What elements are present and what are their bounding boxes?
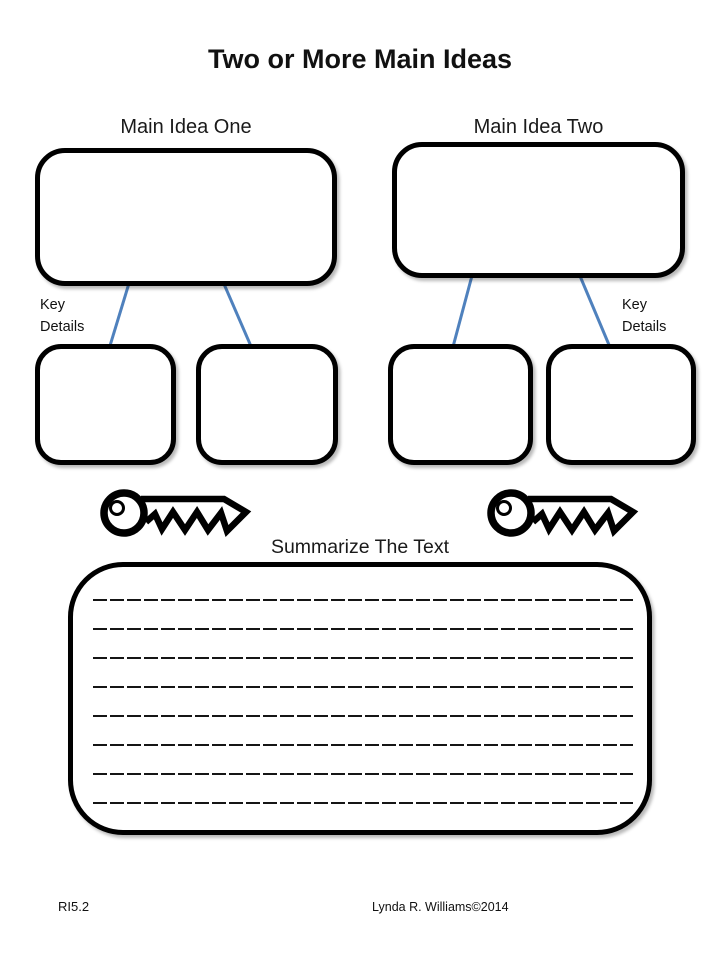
main-idea-two-label: Main Idea Two [473, 116, 604, 138]
page-title: Two or More Main Ideas [207, 44, 513, 74]
writing-line [93, 715, 633, 717]
key-details-label-right: Key Details [622, 297, 667, 336]
writing-line [93, 686, 633, 688]
writing-line [93, 773, 633, 775]
writing-line [93, 657, 633, 659]
main-idea-one-label: Main Idea One [120, 116, 252, 138]
key-details-label-left: Key Details [40, 297, 85, 336]
key-icon-left [100, 489, 252, 538]
detail-box-2a[interactable] [388, 344, 533, 465]
writing-line [93, 599, 633, 601]
key-icon-right [487, 478, 639, 542]
detail-box-2b[interactable] [546, 344, 696, 465]
main-idea-one-box[interactable] [35, 148, 337, 286]
main-idea-two-box[interactable] [392, 142, 685, 278]
writing-line [93, 628, 633, 630]
summarize-label: Summarize The Text [270, 536, 450, 558]
writing-line [93, 802, 633, 804]
footer-standard-code: RI5.2 [58, 899, 90, 914]
writing-line [93, 744, 633, 746]
detail-box-1a[interactable] [35, 344, 176, 465]
detail-box-1b[interactable] [196, 344, 338, 465]
footer-credit: Lynda R. Williams©2014 [372, 900, 509, 914]
summary-writing-box[interactable] [68, 562, 652, 835]
